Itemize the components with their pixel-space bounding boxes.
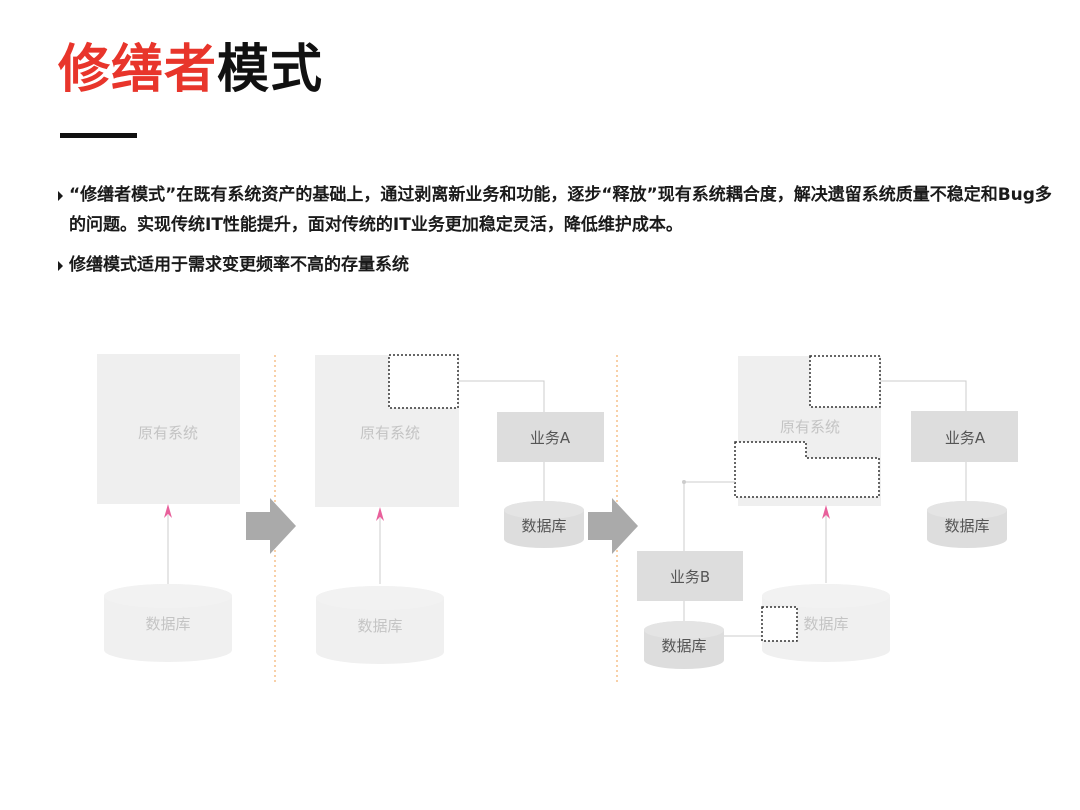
stage-3: 原有系统 业务A 数据库 业务B 数据库 数据库 xyxy=(637,355,1018,669)
pink-arrowhead-icon xyxy=(376,507,384,521)
transition-arrow-icon xyxy=(246,498,296,554)
business-a-label: 业务A xyxy=(945,429,986,447)
title-underline xyxy=(60,133,137,138)
title-rest: 模式 xyxy=(217,40,324,100)
legacy-system-label: 原有系统 xyxy=(360,424,420,442)
database-label: 数据库 xyxy=(145,615,190,633)
business-b-label: 业务B xyxy=(670,568,710,586)
stage-1: 原有系统 数据库 xyxy=(97,354,240,662)
extracted-module-box xyxy=(734,441,880,498)
business-a-box xyxy=(497,412,604,462)
bullet-description: “修缮者模式”在既有系统资产的基础上，通过剥离新业务和功能，逐步“释放”现有系统… xyxy=(58,180,1058,240)
connector-line xyxy=(880,380,967,411)
database-label: 数据库 xyxy=(521,517,566,535)
bullet-applicability: 修缮模式适用于需求变更频率不高的存量系统 xyxy=(58,250,1058,280)
page-title: 修缮者模式 xyxy=(58,44,323,96)
extracted-data-box xyxy=(761,606,798,642)
connector-line xyxy=(683,481,735,551)
legacy-system-label: 原有系统 xyxy=(138,424,198,442)
database-label: 数据库 xyxy=(944,517,989,535)
bullet-triangle-icon xyxy=(58,261,63,271)
connector-line xyxy=(458,380,545,412)
pink-arrowhead-icon xyxy=(822,505,830,519)
legacy-system-box xyxy=(97,354,240,504)
business-a-box xyxy=(911,411,1018,462)
legacy-system-label: 原有系统 xyxy=(780,418,840,436)
title-highlight: 修缮者 xyxy=(58,40,218,100)
database-label: 数据库 xyxy=(661,637,706,655)
bullet-triangle-icon xyxy=(58,191,63,201)
extracted-module-box xyxy=(809,355,881,408)
stage-2: 原有系统 业务A 数据库 数据库 xyxy=(315,354,604,664)
transition-arrow-icon xyxy=(588,498,638,554)
pink-arrowhead-icon xyxy=(164,504,172,518)
business-b-box xyxy=(637,551,743,601)
extracted-module-box xyxy=(388,354,459,409)
bullet-text: 修缮模式适用于需求变更频率不高的存量系统 xyxy=(69,255,409,275)
bullet-text: “修缮者模式”在既有系统资产的基础上，通过剥离新业务和功能，逐步“释放”现有系统… xyxy=(69,185,1052,235)
database-label: 数据库 xyxy=(357,617,402,635)
database-label: 数据库 xyxy=(803,615,848,633)
business-a-label: 业务A xyxy=(530,429,571,447)
